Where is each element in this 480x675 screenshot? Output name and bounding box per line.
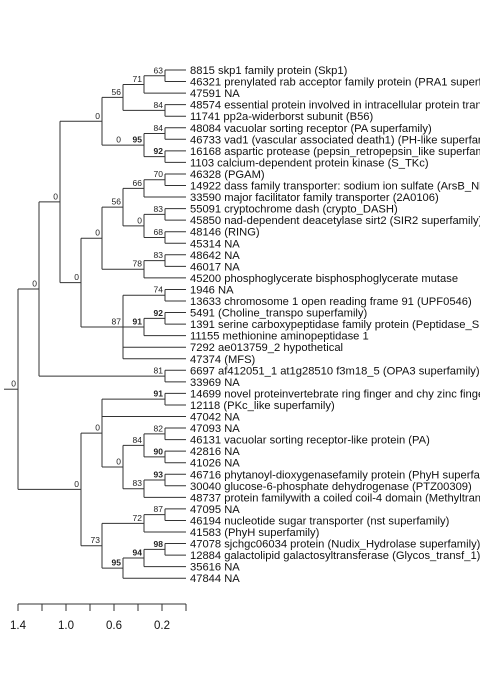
tree-branches — [4, 69, 186, 579]
leaf-label: 41026 NA — [190, 458, 240, 470]
support-value: 93 — [154, 470, 164, 480]
support-value: 87 — [154, 504, 164, 514]
leaf-label: 46131 vacuolar sorting receptor-like pro… — [190, 435, 430, 447]
leaf-label: 48737 protein familywith a coiled coil-4… — [190, 492, 480, 504]
support-value: 87 — [112, 316, 122, 326]
leaf-label: 5491 (Choline_transpo superfamily) — [190, 308, 368, 320]
leaf-label: 47591 NA — [190, 88, 240, 100]
axis-tick-label: 0.2 — [154, 620, 170, 632]
support-value: 0 — [11, 379, 16, 389]
support-value: 0 — [116, 457, 121, 467]
leaf-label: 12884 galactolipid galactosyltransferase… — [190, 550, 480, 562]
leaf-label: 47078 sjchgc06034 protein (Nudix_Hydrola… — [190, 539, 480, 551]
scale-axis: 1.4 1.0 0.6 0.2 — [10, 603, 187, 632]
support-value: 83 — [154, 204, 164, 214]
support-value: 84 — [133, 435, 143, 445]
support-value: 0 — [95, 228, 100, 238]
leaf-label: 6697 af412051_1 at1g28510 f3m18_5 (OPA3 … — [190, 365, 480, 377]
axis-tick-label: 0.6 — [106, 620, 122, 632]
leaf-label: 48574 essential protein involved in intr… — [190, 100, 480, 112]
leaf-label: 42816 NA — [190, 446, 240, 458]
leaf-label: 33590 major facilitator family transport… — [190, 192, 439, 204]
support-value: 71 — [133, 74, 143, 84]
leaf-label: 55091 cryptochrome dash (crypto_DASH) — [190, 204, 398, 216]
leaf-label: 46194 nucleotide sugar transporter (nst … — [190, 515, 450, 527]
support-value: 0 — [95, 111, 100, 121]
leaf-label: 1391 serine carboxypeptidase family prot… — [190, 319, 480, 331]
support-value: 0 — [116, 135, 121, 145]
leaf-label: 47374 (MFS) — [190, 354, 256, 366]
leaf-label: 14699 novel proteinvertebrate ring finge… — [190, 388, 480, 400]
support-value: 92 — [154, 308, 164, 318]
leaf-label: 14922 dass family transporter: sodium io… — [190, 181, 480, 193]
support-value: 0 — [137, 215, 142, 225]
support-value: 72 — [133, 513, 143, 523]
leaf-label: 11155 methionine aminopeptidase 1 — [190, 331, 369, 343]
leaf-label: 16168 aspartic protease (pepsin_retropep… — [190, 146, 480, 158]
support-value: 95 — [112, 558, 122, 568]
support-value: 84 — [154, 100, 164, 110]
leaf-label: 1103 calcium-dependent protein kinase (S… — [190, 157, 429, 169]
leaf-label: 35616 NA — [190, 562, 240, 574]
support-value: 63 — [154, 65, 164, 75]
support-value: 0 — [74, 272, 79, 282]
support-value: 56 — [112, 87, 122, 97]
leaf-label: 47844 NA — [190, 573, 240, 585]
leaf-label: 33969 NA — [190, 377, 240, 389]
leaf-label: 46733 vad1 (vascular associated death1) … — [190, 134, 480, 146]
support-value: 83 — [154, 250, 164, 260]
leaf-label: 1946 NA — [190, 284, 234, 296]
leaf-label: 41583 (PhyH superfamily) — [190, 527, 320, 539]
support-value: 78 — [133, 259, 143, 269]
support-value: 82 — [154, 423, 164, 433]
leaf-label: 7292 ae013759_2 hypothetical — [190, 342, 343, 354]
support-value: 81 — [154, 366, 164, 376]
support-value: 90 — [154, 446, 164, 456]
leaf-label: 46321 prenylated rab acceptor family pro… — [190, 77, 480, 89]
support-value: 0 — [74, 479, 79, 489]
support-value: 56 — [112, 197, 122, 207]
support-value: 70 — [154, 169, 164, 179]
leaf-label: 48642 NA — [190, 250, 240, 262]
support-value: 91 — [154, 389, 164, 399]
leaf-label: 48146 (RING) — [190, 227, 260, 239]
leaf-label: 13633 chromosome 1 open reading frame 91… — [190, 296, 472, 308]
support-value: 73 — [91, 535, 101, 545]
support-value: 84 — [154, 123, 164, 133]
leaf-labels: 8815 skp1 family protein (Skp1)46321 pre… — [190, 65, 480, 585]
support-value: 91 — [133, 316, 143, 326]
leaf-label: 11741 pp2a-widerborst subunit (B56) — [190, 111, 374, 123]
support-values: 0 0 0 0 56 71 63 84 0 95 84 92 0 0 56 66 70 0 83 68 78 83 87 74… — [11, 65, 163, 567]
axis-tick-label: 1.0 — [58, 620, 74, 632]
leaf-label: 46017 NA — [190, 261, 240, 273]
support-value: 98 — [154, 539, 164, 549]
leaf-label: 8815 skp1 family protein (Skp1) — [190, 65, 348, 77]
leaf-label: 30040 glucose-6-phosphate dehydrogenase … — [190, 481, 472, 493]
support-value: 94 — [133, 547, 143, 557]
leaf-label: 46328 (PGAM) — [190, 169, 265, 181]
support-value: 83 — [133, 478, 143, 488]
axis-tick-label: 1.4 — [10, 620, 27, 632]
leaf-label: 47093 NA — [190, 423, 240, 435]
support-value: 66 — [133, 178, 143, 188]
leaf-label: 12118 (PKc_like superfamily) — [190, 400, 335, 412]
leaf-label: 48084 vacuolar sorting receptor (PA supe… — [190, 123, 432, 135]
support-value: 0 — [95, 423, 100, 433]
leaf-label: 46716 phytanoyl-dioxygenasefamily protei… — [190, 469, 480, 481]
support-value: 95 — [133, 135, 143, 145]
support-value: 92 — [154, 146, 164, 156]
support-value: 68 — [154, 227, 164, 237]
leaf-label: 47095 NA — [190, 504, 240, 516]
leaf-label: 45850 nad-dependent deacetylase sirt2 (S… — [190, 215, 480, 227]
leaf-label: 45314 NA — [190, 238, 240, 250]
support-value: 0 — [53, 191, 58, 201]
leaf-label: 47042 NA — [190, 412, 240, 424]
support-value: 0 — [32, 278, 37, 288]
support-value: 74 — [154, 285, 164, 295]
leaf-label: 45200 phosphoglycerate bisphosphoglycera… — [190, 273, 458, 285]
